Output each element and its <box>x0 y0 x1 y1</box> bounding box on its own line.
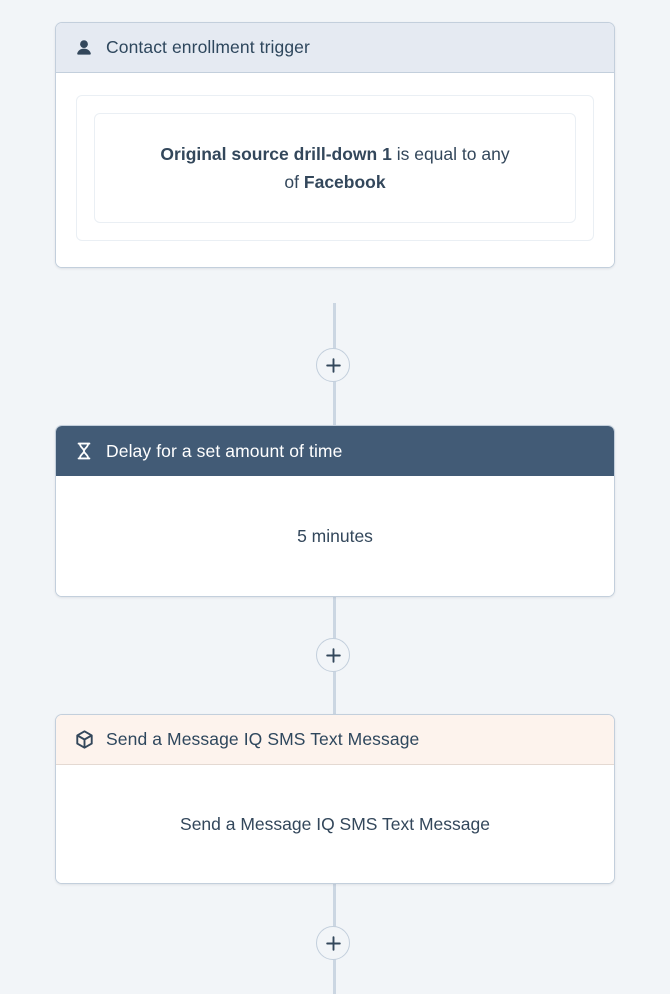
hourglass-icon <box>74 441 94 461</box>
filter-operator: is equal to any of <box>284 144 510 192</box>
node-body-trigger: Original source drill-down 1 is equal to… <box>56 73 614 267</box>
node-header-trigger[interactable]: Contact enrollment trigger <box>56 23 614 73</box>
plus-icon <box>325 935 341 951</box>
plus-icon <box>325 357 341 373</box>
add-step-button-1[interactable] <box>316 348 350 382</box>
node-card-delay[interactable]: Delay for a set amount of time 5 minutes <box>55 425 615 597</box>
node-header-send-sms[interactable]: Send a Message IQ SMS Text Message <box>56 715 614 765</box>
node-header-title: Send a Message IQ SMS Text Message <box>106 729 420 749</box>
node-header-title: Contact enrollment trigger <box>106 37 310 57</box>
node-header-title: Delay for a set amount of time <box>106 440 343 461</box>
node-header-delay[interactable]: Delay for a set amount of time <box>56 426 614 476</box>
action-summary-label: Send a Message IQ SMS Text Message <box>180 813 490 834</box>
add-step-button-2[interactable] <box>316 638 350 672</box>
filter-criterion[interactable]: Original source drill-down 1 is equal to… <box>94 113 576 223</box>
node-body-send-sms: Send a Message IQ SMS Text Message <box>56 765 614 883</box>
node-card-send-sms[interactable]: Send a Message IQ SMS Text Message Send … <box>55 714 615 884</box>
plus-icon <box>325 647 341 663</box>
filter-group[interactable]: Original source drill-down 1 is equal to… <box>76 95 594 241</box>
add-step-button-3[interactable] <box>316 926 350 960</box>
cube-app-icon <box>74 730 94 750</box>
delay-duration-label: 5 minutes <box>297 525 373 546</box>
node-body-delay: 5 minutes <box>56 476 614 596</box>
filter-value: Facebook <box>303 172 386 192</box>
filter-property: Original source drill-down 1 <box>160 144 392 164</box>
contact-person-icon <box>74 38 94 58</box>
node-card-contact-enrollment-trigger[interactable]: Contact enrollment trigger Original sour… <box>55 22 615 268</box>
